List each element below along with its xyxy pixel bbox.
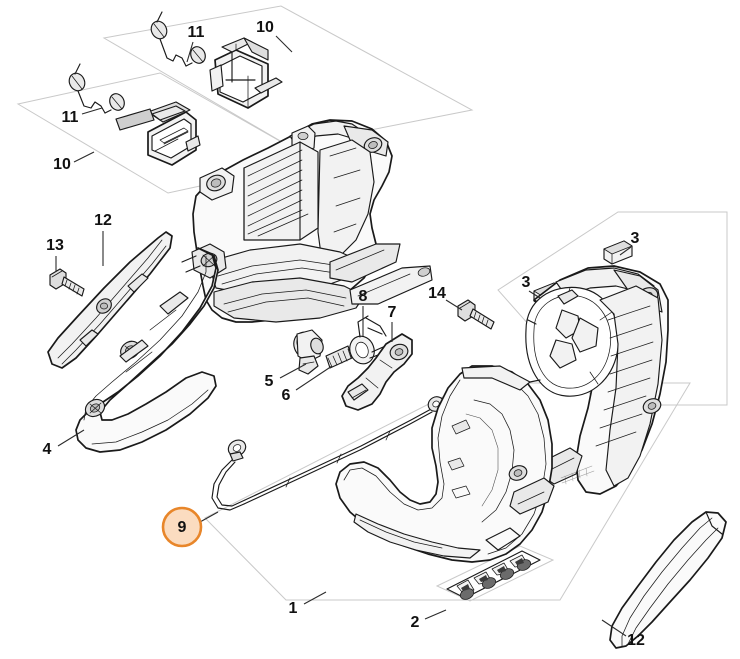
- callout-5[interactable]: 5: [265, 373, 274, 390]
- leader-4: [57, 429, 85, 447]
- callout-3-right[interactable]: 3: [631, 230, 640, 247]
- part-10-trigger-left: [115, 101, 201, 166]
- part-10-clip-upper: [209, 37, 283, 109]
- spring-coils: [327, 348, 352, 368]
- warning-pictograms: [456, 554, 532, 600]
- callout-7[interactable]: 7: [388, 304, 397, 321]
- leader-1: [303, 591, 327, 605]
- main-chassis-body: [181, 119, 433, 323]
- part-6-compression-spring: [325, 345, 353, 369]
- part-8-torsion-spring: [349, 315, 391, 365]
- callout-numbers: 10 11 11 10 12 13 4 5 6 8 7 14 3 3 1 2 1…: [43, 19, 645, 649]
- part-9-ground-cable: [211, 396, 445, 511]
- group-boundaries: [16, 5, 728, 602]
- leader-14: [445, 299, 463, 311]
- callout-12-right[interactable]: 12: [627, 632, 645, 649]
- callout-11-left[interactable]: 11: [62, 109, 79, 126]
- leader-10-top: [275, 35, 293, 53]
- housing-ribs: [595, 305, 654, 447]
- callout-14[interactable]: 14: [428, 285, 446, 302]
- part-14-collar-screw: [457, 299, 495, 330]
- callout-10-top[interactable]: 10: [256, 19, 274, 36]
- leader-6: [295, 365, 333, 391]
- leader-3-left: [528, 290, 541, 299]
- part-5-bushing: [293, 329, 324, 375]
- leader-10-left: [73, 151, 95, 163]
- part-2-safety-label: [446, 550, 541, 600]
- part-12-av-pad-right: [609, 511, 727, 649]
- callout-10-left[interactable]: 10: [53, 156, 71, 173]
- callout-11-top[interactable]: 11: [188, 24, 205, 41]
- screw-thread: [473, 311, 489, 327]
- right-housing-assembly: [525, 265, 669, 495]
- callout-9-highlight-ring[interactable]: [161, 506, 203, 548]
- leader-12-right: [601, 619, 627, 637]
- callout-9-label: 9: [178, 519, 187, 536]
- callout-8[interactable]: 8: [359, 288, 368, 305]
- callout-2[interactable]: 2: [411, 614, 420, 631]
- leader-5: [279, 363, 307, 379]
- part-11-spring-left: [68, 63, 125, 114]
- highlighted-callout-9[interactable]: 9: [161, 506, 203, 548]
- part-3-buffer-right: [603, 240, 633, 265]
- part-12-av-pad-left: [47, 231, 173, 369]
- part-4-handle-frame: [75, 247, 219, 453]
- part-11-spring-upper: [150, 11, 206, 67]
- group-box-1: [204, 382, 691, 601]
- callout-4[interactable]: 4: [43, 441, 52, 458]
- leader-2: [424, 609, 447, 620]
- screw-thread: [64, 279, 80, 295]
- part-7-lever: [341, 333, 413, 411]
- leader-9: [199, 511, 219, 523]
- leader-11-left: [81, 107, 103, 115]
- callout-12-left[interactable]: 12: [94, 212, 112, 229]
- leader-lines: [55, 35, 632, 637]
- callout-13[interactable]: 13: [46, 237, 64, 254]
- leader-3-right: [619, 246, 632, 256]
- callout-1[interactable]: 1: [289, 600, 298, 617]
- leader-11-top: [186, 41, 194, 63]
- callout-3-left[interactable]: 3: [522, 274, 531, 291]
- embossed-logo: [560, 465, 595, 485]
- part-13-screw: [49, 268, 85, 297]
- callout-6[interactable]: 6: [282, 387, 291, 404]
- group-box-10-top: [102, 5, 474, 147]
- part-1-tank-housing: [335, 365, 595, 563]
